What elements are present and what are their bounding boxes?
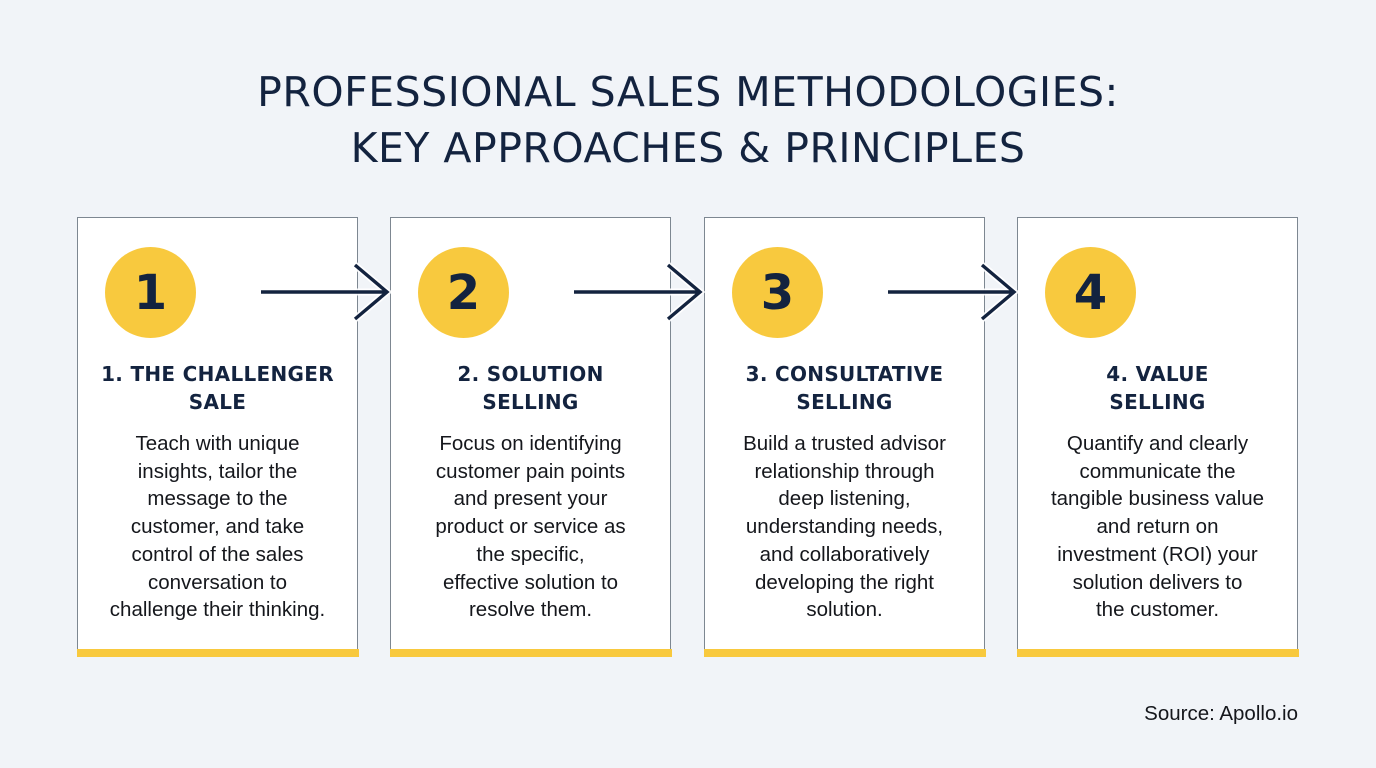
step-number: 3 bbox=[760, 264, 795, 321]
description-line: Build a trusted advisor bbox=[743, 432, 946, 455]
step-description: Quantify and clearly communicate the tan… bbox=[1018, 430, 1297, 624]
description-line: deep listening, bbox=[778, 487, 911, 511]
step-number-badge: 3 bbox=[732, 247, 823, 338]
step-number: 1 bbox=[133, 264, 168, 321]
step-title-line-2: SALE bbox=[188, 390, 247, 414]
description-line: Teach with unique bbox=[135, 432, 300, 455]
description-line: conversation to bbox=[147, 570, 288, 594]
accent-bar bbox=[389, 649, 672, 657]
step-description: Teach with unique insights, tailor the m… bbox=[78, 430, 357, 624]
accent-bar bbox=[76, 649, 359, 657]
description-line: solution delivers to bbox=[1072, 570, 1243, 594]
step-title-line-1: 4. VALUE bbox=[1106, 362, 1209, 386]
description-line: understanding needs, bbox=[745, 515, 944, 539]
step-title-line-1: 3. CONSULTATIVE bbox=[745, 362, 944, 386]
page-title-line-1: PROFESSIONAL SALES METHODOLOGIES: bbox=[257, 68, 1119, 116]
description-line: and return on bbox=[1096, 515, 1219, 539]
step-card-4: 4 4. VALUE SELLING Quantify and clearly … bbox=[1016, 217, 1299, 657]
description-line: Focus on identifying bbox=[439, 432, 622, 455]
step-title: 3. CONSULTATIVE SELLING bbox=[705, 360, 984, 416]
description-line: solution. bbox=[806, 598, 883, 622]
step-number-badge: 2 bbox=[418, 247, 509, 338]
description-line: insights, tailor the bbox=[137, 459, 298, 483]
step-title: 4. VALUE SELLING bbox=[1018, 360, 1297, 416]
description-line: and collaboratively bbox=[759, 542, 930, 566]
description-line: effective solution to bbox=[442, 570, 619, 594]
step-number: 4 bbox=[1073, 264, 1108, 321]
description-line: control of the sales bbox=[131, 542, 304, 566]
description-line: tangible business value bbox=[1050, 487, 1265, 511]
description-line: communicate the bbox=[1079, 459, 1236, 483]
description-line: message to the bbox=[147, 487, 288, 511]
step-description: Build a trusted advisor relationship thr… bbox=[705, 430, 984, 624]
arrow-right-icon bbox=[572, 262, 706, 322]
description-line: relationship through bbox=[754, 459, 935, 483]
step-title-line-1: 1. THE CHALLENGER bbox=[101, 362, 334, 386]
description-line: investment (ROI) your bbox=[1057, 542, 1258, 566]
description-line: the customer. bbox=[1095, 598, 1220, 622]
step-title-line-2: SELLING bbox=[1109, 390, 1206, 414]
step-number: 2 bbox=[446, 264, 481, 321]
description-line: customer, and take bbox=[130, 515, 305, 539]
arrow-right-icon bbox=[886, 262, 1020, 322]
description-line: challenge their thinking. bbox=[109, 598, 326, 622]
source-attribution: Source: Apollo.io bbox=[1144, 702, 1298, 725]
description-line: Quantify and clearly bbox=[1066, 432, 1249, 455]
step-number-badge: 1 bbox=[105, 247, 196, 338]
step-title-line-1: 2. SOLUTION bbox=[457, 362, 604, 386]
step-title-line-2: SELLING bbox=[796, 390, 893, 414]
description-line: customer pain points bbox=[435, 459, 626, 483]
description-line: developing the right bbox=[755, 570, 934, 594]
step-title: 2. SOLUTION SELLING bbox=[391, 360, 670, 416]
arrow-right-icon bbox=[259, 262, 393, 322]
accent-bar bbox=[1016, 649, 1299, 657]
accent-bar bbox=[703, 649, 986, 657]
step-number-badge: 4 bbox=[1045, 247, 1136, 338]
description-line: the specific, bbox=[476, 542, 585, 566]
description-line: and present your bbox=[453, 487, 608, 511]
step-title-line-2: SELLING bbox=[482, 390, 579, 414]
step-description: Focus on identifying customer pain point… bbox=[391, 430, 670, 624]
page-title: PROFESSIONAL SALES METHODOLOGIES: KEY AP… bbox=[0, 64, 1376, 176]
description-line: resolve them. bbox=[468, 598, 593, 622]
page-title-line-2: KEY APPROACHES & PRINCIPLES bbox=[350, 124, 1026, 172]
step-title: 1. THE CHALLENGER SALE bbox=[78, 360, 357, 416]
description-line: product or service as bbox=[435, 515, 626, 539]
